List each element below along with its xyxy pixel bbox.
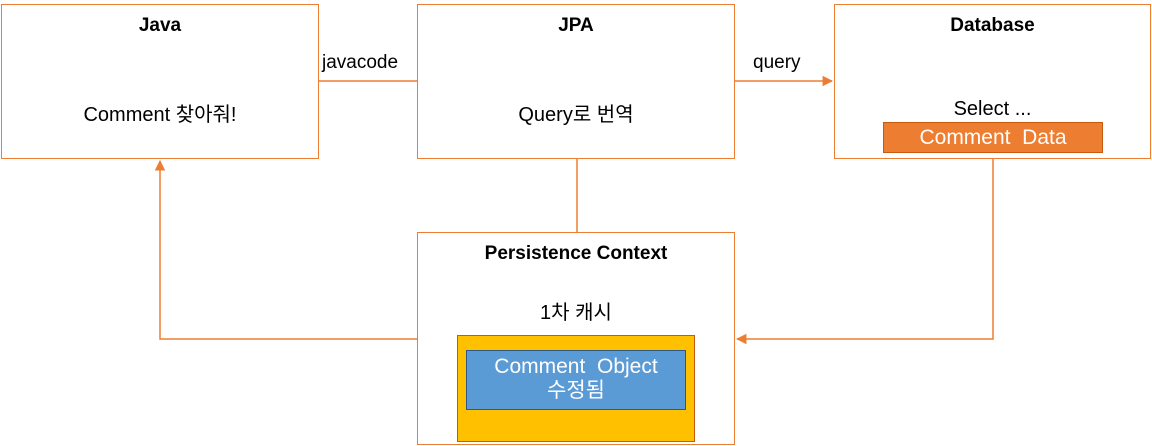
jpa-title: JPA xyxy=(558,15,594,36)
edge-label-javacode: javacode xyxy=(322,52,399,73)
jpa-text: Query로 번역 xyxy=(518,104,634,126)
edge-persistence-java xyxy=(154,159,417,340)
persistence-context-node: Persistence Context 1차 캐시 Comment Object… xyxy=(417,232,735,445)
first-level-cache-box: Comment Object 수정됨 xyxy=(457,335,695,442)
jpa-node: JPA Query로 번역 xyxy=(417,4,735,159)
java-node: Java Comment 찾아줘! xyxy=(1,4,319,159)
comment-object-label: Comment Object xyxy=(494,355,658,378)
comment-object-box: Comment Object 수정됨 xyxy=(466,350,686,410)
edge-database-persistence xyxy=(735,159,994,345)
database-node: Database Select ... Comment Data xyxy=(834,4,1151,159)
edge-label-query: query xyxy=(753,52,801,73)
database-text: Select ... xyxy=(953,98,1032,120)
modified-label: 수정됨 xyxy=(547,379,605,402)
persistence-title: Persistence Context xyxy=(484,243,668,264)
comment-data-highlight: Comment Data xyxy=(883,122,1103,153)
first-level-cache-label: 1차 캐시 xyxy=(540,302,612,324)
java-text: Comment 찾아줘! xyxy=(83,104,237,126)
database-title: Database xyxy=(950,15,1035,36)
java-title: Java xyxy=(138,15,182,36)
